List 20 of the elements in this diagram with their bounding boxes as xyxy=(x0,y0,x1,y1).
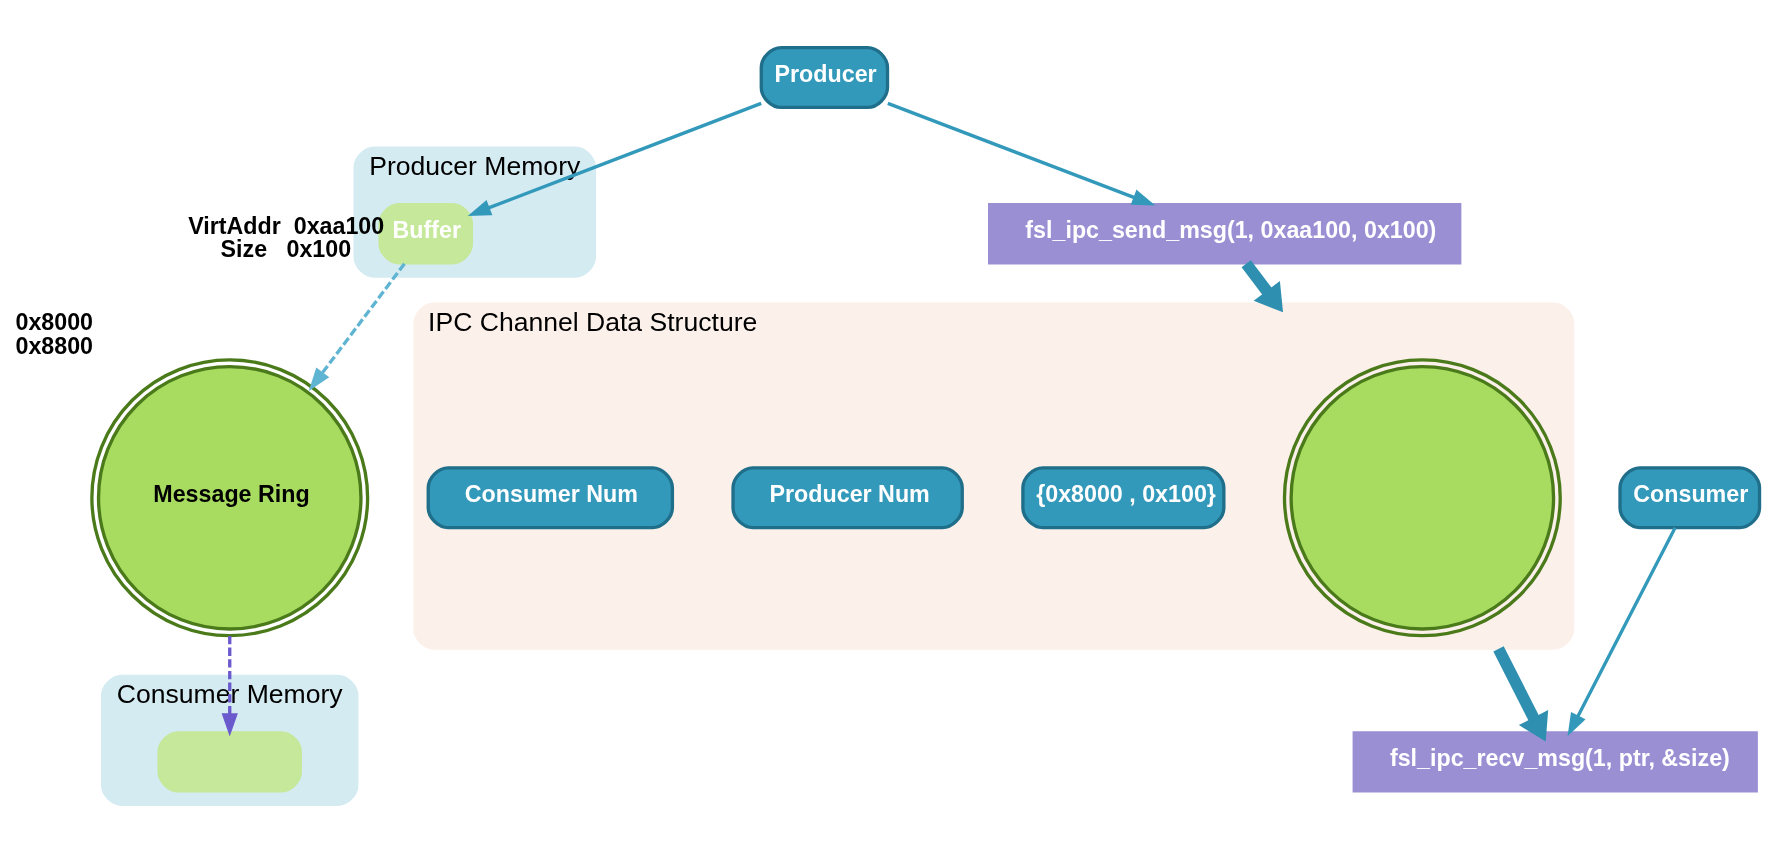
arrow xyxy=(1493,645,1549,742)
node-circle xyxy=(1282,357,1562,637)
arrow xyxy=(1567,526,1677,736)
node-box xyxy=(157,730,302,793)
arrow xyxy=(221,635,238,737)
node-box: Producer Num xyxy=(731,465,964,529)
node-box: fsl_ipc_send_msg(1, 0xaa100, 0x100) xyxy=(988,202,1462,264)
node-label: 0x8800 xyxy=(15,332,94,359)
node-box: Consumer xyxy=(1618,465,1762,529)
cluster: Consumer Memory xyxy=(101,674,359,806)
node-label: 0x8000 xyxy=(15,308,94,335)
node-box: {0x8000 , 0x100} xyxy=(1021,465,1226,529)
arrow xyxy=(887,101,1156,206)
arrow xyxy=(1241,259,1284,312)
node-box: fsl_ipc_recv_msg(1, ptr, &size) xyxy=(1352,730,1758,793)
node-box: Consumer Num xyxy=(426,465,675,529)
arrow xyxy=(308,262,406,391)
arrow xyxy=(467,101,762,216)
node-box: Producer xyxy=(759,45,890,109)
node-circle: Message Ring xyxy=(90,357,370,637)
